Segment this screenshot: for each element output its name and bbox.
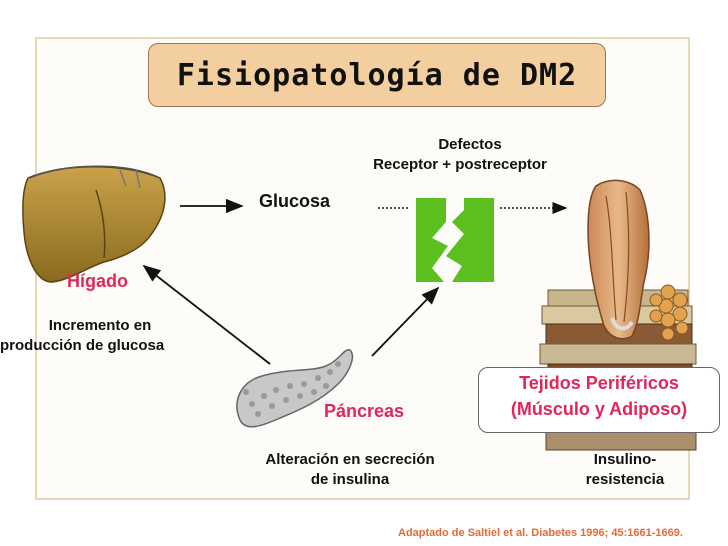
arrow-pancreas-to-receptor: [371, 286, 440, 357]
liver-icon: [22, 165, 166, 283]
tejidos-box: [478, 367, 720, 433]
higado-label: Hígado: [67, 271, 128, 291]
insulino-label: Insulino-: [593, 451, 657, 468]
incremento-label: Incremento en: [48, 317, 152, 334]
defectos-label: Defectos: [438, 136, 502, 153]
produccion-glucosa-label: producción de glucosa: [0, 337, 165, 354]
tejidos-label: Tejidos Periféricos: [519, 373, 679, 393]
alteracion-label: Alteración en secreción: [265, 451, 435, 468]
arrow-pancreas-to-liver: [142, 264, 271, 365]
muscle-icon: [587, 179, 650, 340]
insulina-label: de insulina: [310, 471, 390, 488]
adipose-icon: [649, 284, 689, 341]
pancreas-icon: [236, 349, 354, 428]
title-box: Fisiopatología de DM2: [148, 43, 606, 107]
resistencia-label: resistencia: [585, 471, 665, 488]
citation: Adaptado de Saltiel et al. Diabetes 1996…: [398, 527, 683, 539]
receptor-postreceptor-label: Receptor + postreceptor: [373, 156, 547, 173]
pancreas-label: Páncreas: [324, 401, 405, 421]
musculo-adiposo-label: (Músculo y Adiposo): [510, 399, 688, 419]
page-title: Fisiopatología de DM2: [176, 57, 578, 93]
receptor-icon: [416, 198, 494, 282]
glucosa-label: Glucosa: [259, 191, 331, 211]
